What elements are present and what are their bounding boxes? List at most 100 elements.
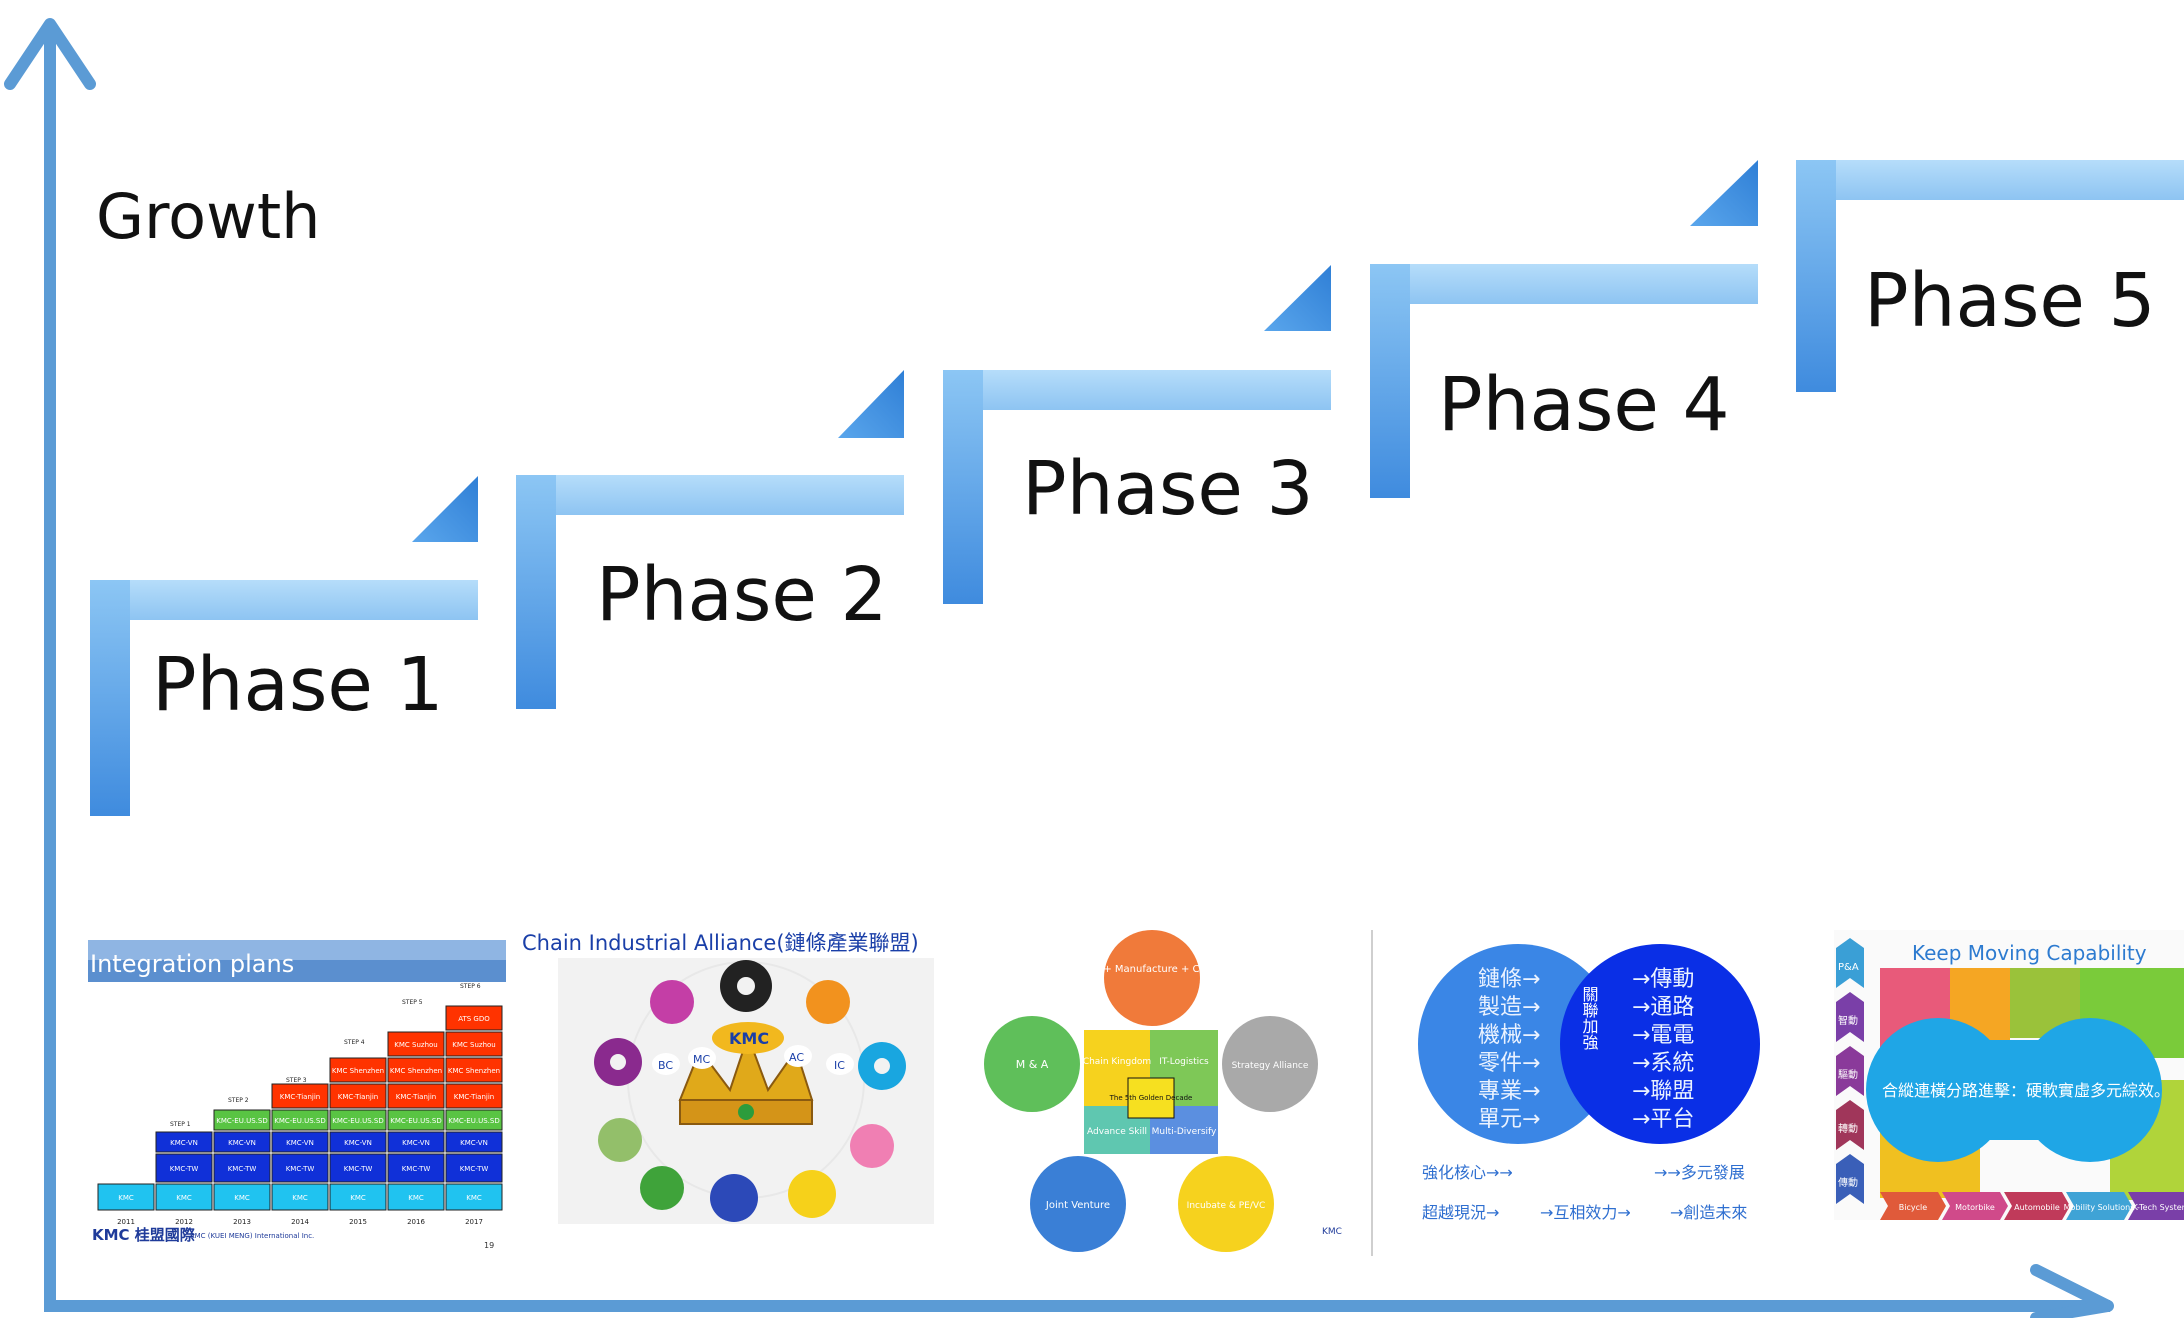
venn-left-item: 製造→ <box>1478 995 1540 1020</box>
integration-cell-label: KMC-Tianjin <box>454 1093 494 1101</box>
x-axis-arrowhead <box>2030 1264 2114 1318</box>
integration-step-label: STEP 3 <box>286 1077 307 1084</box>
integration-cell <box>445 1183 503 1211</box>
integration-cell <box>271 1131 329 1153</box>
integration-cell-label: KMC-TW <box>228 1165 257 1173</box>
integration-cell <box>387 1083 445 1109</box>
venn-right-item: →傳動 <box>1632 967 1694 992</box>
moving-side-chevron <box>1836 938 1864 988</box>
venn-right-item: →通路 <box>1632 995 1694 1020</box>
venn-bottom-item: →→多元發展 <box>1654 1163 1745 1182</box>
integration-cell <box>387 1031 445 1057</box>
integration-title: Integration plans <box>90 950 294 978</box>
venn-left-item: 專業→ <box>1478 1079 1540 1104</box>
strategy-chain: Chain Kingdom <box>1083 1057 1151 1067</box>
strategy-brand: Brand + Manufacture + Channel <box>1070 964 1233 975</box>
integration-cell <box>329 1153 387 1183</box>
alliance-center-label: KMC <box>729 1029 769 1048</box>
strategy-advance: Advance Skill <box>1087 1127 1147 1137</box>
venn-left-item: 鏈條→ <box>1478 967 1540 992</box>
crown-icon <box>678 1032 814 1125</box>
strategy-it: IT-Logistics <box>1159 1057 1209 1067</box>
integration-cell <box>213 1183 271 1211</box>
integration-cell-label: KMC-VN <box>228 1139 256 1147</box>
chain-link-orange <box>806 980 850 1024</box>
integration-year: 2016 <box>407 1218 425 1226</box>
axes <box>4 18 2114 1318</box>
alliance-node-ac: AC <box>789 1051 804 1064</box>
venn-right-item: →電電 <box>1632 1023 1694 1048</box>
integration-cell <box>271 1109 329 1131</box>
alliance-node-mc: MC <box>693 1053 710 1066</box>
integration-logo: KMC 桂盟國際 <box>92 1226 196 1244</box>
integration-cell-label: KMC-VN <box>344 1139 372 1147</box>
step-1-triangle <box>412 476 478 542</box>
step-1 <box>90 476 478 816</box>
integration-cell <box>271 1183 329 1211</box>
integration-step-label: STEP 6 <box>460 983 481 990</box>
integration-step-label: STEP 1 <box>170 1121 191 1128</box>
integration-step-label: STEP 2 <box>228 1097 249 1104</box>
integration-cell <box>329 1057 387 1083</box>
integration-cell-label: KMC Suzhou <box>394 1041 437 1049</box>
integration-cell-label: KMC-TW <box>344 1165 373 1173</box>
integration-cell <box>213 1131 271 1153</box>
integration-cell <box>271 1153 329 1183</box>
integration-cell-label: KMC-VN <box>402 1139 430 1147</box>
phase-1-label: Phase 1 <box>152 642 444 728</box>
moving-side-chevron <box>1836 1154 1864 1204</box>
moving-bottom-chevron <box>2004 1192 2070 1220</box>
thumb-keep-moving: Keep Moving Capability 合縱連橫分路進擊：硬軟實虛多元綜效… <box>1834 930 2184 1220</box>
moving-side-chevron <box>1836 1046 1864 1096</box>
strategy-ma: M & A <box>1016 1058 1049 1071</box>
integration-cell <box>213 1109 271 1131</box>
integration-cell <box>155 1131 213 1153</box>
integration-cell-label: KMC <box>292 1194 308 1202</box>
integration-cell <box>387 1183 445 1211</box>
step-5 <box>1796 160 2184 392</box>
thumb-venn: 鏈條→製造→機械→零件→專業→單元→ →傳動→通路→電電→系統→聯盟→平台 關聯… <box>1418 944 1760 1222</box>
chain-link-pink <box>850 1124 894 1168</box>
integration-year: 2013 <box>233 1218 251 1226</box>
integration-page-number: 19 <box>484 1241 494 1250</box>
integration-cell <box>97 1183 155 1211</box>
integration-cell <box>445 1057 503 1083</box>
moving-side-chevron <box>1836 1100 1864 1150</box>
integration-cell <box>445 1083 503 1109</box>
venn-bottom-item: 強化核心→→ <box>1422 1163 1513 1182</box>
integration-cell-label: KMC-VN <box>460 1139 488 1147</box>
integration-cell-label: KMC <box>234 1194 250 1202</box>
integration-cell <box>271 1083 329 1109</box>
thumb-chain-alliance: Chain Industrial Alliance(鏈條產業聯盟) KMC <box>522 931 934 1224</box>
integration-step-label: STEP 4 <box>344 1039 365 1046</box>
integration-cell-label: KMC Shenzhen <box>448 1067 500 1075</box>
integration-cell-label: KMC-TW <box>170 1165 199 1173</box>
integration-cell-label: KMC <box>350 1194 366 1202</box>
integration-cell-label: KMC Suzhou <box>452 1041 495 1049</box>
thumb-integration-plans: Integration plans KMC2011KMCKMC-TWKMC-VN… <box>88 940 506 1250</box>
y-axis-label: Growth <box>96 180 320 253</box>
moving-bottom-label: Motorbike <box>1955 1203 1995 1212</box>
integration-cell <box>445 1131 503 1153</box>
strategy-alliance: Strategy Alliance <box>1232 1061 1309 1071</box>
integration-cell <box>387 1153 445 1183</box>
strategy-logo: KMC <box>1322 1227 1342 1237</box>
integration-cell <box>329 1131 387 1153</box>
integration-cell <box>387 1131 445 1153</box>
moving-bottom-label: Bicycle <box>1899 1203 1927 1212</box>
alliance-node-bc: BC <box>658 1059 673 1072</box>
moving-title: Keep Moving Capability <box>1912 941 2147 965</box>
thumb-strategy-wheel: Brand + Manufacture + Channel M & A Stra… <box>984 930 1373 1256</box>
y-axis-arrowhead <box>4 18 96 90</box>
integration-step-label: STEP 5 <box>402 999 423 1006</box>
integration-cell-label: KMC-EU.US.SD <box>216 1117 267 1125</box>
chain-ring <box>594 960 906 1222</box>
step-4 <box>1370 160 1758 498</box>
integration-cell-label: KMC Shenzhen <box>390 1067 442 1075</box>
integration-cell-label: KMC-EU.US.SD <box>274 1117 325 1125</box>
moving-bottom-label: Mobility Solutions <box>2064 1203 2135 1212</box>
integration-cell <box>445 1031 503 1057</box>
moving-bottom-chevron <box>1942 1192 2008 1220</box>
moving-bottom-label: Automobile <box>2014 1203 2060 1212</box>
